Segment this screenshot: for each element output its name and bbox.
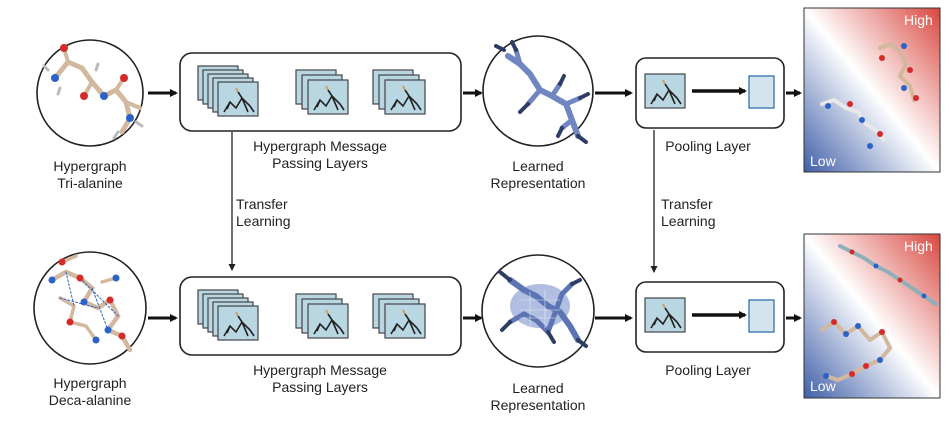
output-property-map-2 — [803, 233, 941, 399]
pool-label-1-text: Pooling Layer — [665, 138, 751, 154]
output-molecule-low-2 — [820, 319, 893, 383]
row-1 — [36, 7, 941, 173]
transfer-label-left: Transfer Learning — [236, 196, 306, 230]
mp-layer-stack-5 — [296, 294, 348, 338]
pooled-vector — [748, 75, 775, 109]
rep-label-2-line-2: Representation — [490, 397, 586, 413]
deca-alanine-molecule — [48, 254, 133, 353]
low-label-2: Low — [810, 378, 836, 394]
row-2 — [33, 233, 941, 399]
tri-alanine-molecule — [42, 44, 144, 140]
pool-label-2: Pooling Layer — [648, 362, 768, 379]
input-label-1: Hypergraph Tri-alanine — [40, 158, 140, 192]
pooling-panel-2 — [644, 297, 686, 333]
input-molecule-circle — [36, 39, 144, 147]
input-label-1-line-2: Tri-alanine — [57, 175, 123, 191]
high-label-2: High — [904, 238, 933, 254]
input-label-2-line-1: Hypergraph — [53, 375, 127, 391]
mp-label-1-line-1: Hypergraph Message — [253, 138, 387, 154]
transfer-label-left-line-1: Transfer — [236, 196, 288, 212]
rep-label-2: Learned Representation — [478, 380, 598, 414]
learned-representation-molecule-2 — [498, 270, 588, 348]
pool-label-2-text: Pooling Layer — [665, 362, 751, 378]
output-molecule-high — [878, 41, 919, 102]
transfer-label-left-line-2: Learning — [236, 213, 291, 229]
rep-label-2-line-1: Learned — [512, 380, 564, 396]
rep-label-1-line-1: Learned — [512, 158, 564, 174]
learned-representation-molecule — [494, 40, 590, 144]
mp-layer-stack-3 — [373, 70, 425, 114]
input-label-1-line-1: Hypergraph — [53, 158, 127, 174]
transfer-label-right: Transfer Learning — [661, 196, 731, 230]
pooled-vector-2 — [748, 299, 775, 333]
transfer-label-right-line-2: Learning — [661, 213, 716, 229]
output-molecule-high-2 — [838, 244, 938, 306]
rep-label-1: Learned Representation — [478, 158, 598, 192]
input-label-2-line-2: Deca-alanine — [48, 392, 132, 408]
output-molecule-low — [820, 97, 886, 149]
mp-label-1: Hypergraph Message Passing Layers — [230, 138, 410, 172]
pool-label-1: Pooling Layer — [648, 138, 768, 155]
transfer-label-right-line-1: Transfer — [661, 196, 713, 212]
pooling-panel — [644, 73, 686, 109]
input-label-2: Hypergraph Deca-alanine — [34, 375, 146, 409]
mp-label-2-line-1: Hypergraph Message — [253, 362, 387, 378]
mp-label-1-line-2: Passing Layers — [272, 155, 368, 171]
mp-label-2: Hypergraph Message Passing Layers — [230, 362, 410, 396]
mp-layer-stack-6 — [373, 294, 425, 338]
high-label-1: High — [904, 12, 933, 28]
mp-layer-stack-2 — [296, 70, 348, 114]
rep-label-1-line-2: Representation — [490, 175, 586, 191]
mp-label-2-line-2: Passing Layers — [272, 379, 368, 395]
low-label-1: Low — [810, 153, 836, 169]
